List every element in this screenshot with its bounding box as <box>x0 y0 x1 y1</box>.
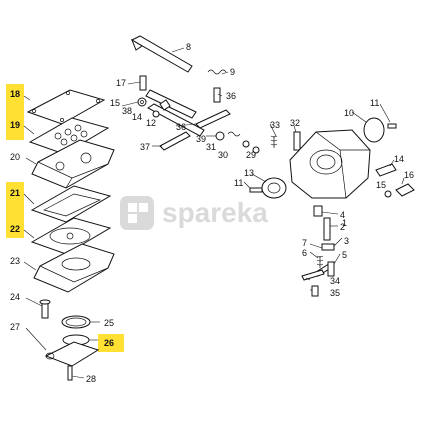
label-37: 37 <box>140 142 150 152</box>
label-34: 34 <box>330 276 340 286</box>
part-36-needle <box>195 109 231 129</box>
part-11-screw <box>249 187 263 193</box>
label-17: 17 <box>116 78 126 88</box>
label-30: 30 <box>218 150 228 160</box>
part-31-spring <box>227 131 241 137</box>
label-2: 2 <box>340 222 345 232</box>
label-5: 5 <box>342 250 347 260</box>
left-stack <box>26 89 115 381</box>
label-19: 19 <box>10 120 20 130</box>
part-15-washer <box>137 97 147 107</box>
label-14: 14 <box>132 112 142 122</box>
label-15: 15 <box>110 98 120 108</box>
label-16: 16 <box>404 170 414 180</box>
label-7: 7 <box>302 238 307 248</box>
label-23: 23 <box>10 256 20 266</box>
watermark: spareka <box>120 196 268 230</box>
part-7-spring <box>316 255 324 268</box>
label-8: 8 <box>186 42 191 52</box>
label-9: 9 <box>230 67 235 77</box>
label-36-mid: 36 <box>176 122 186 132</box>
label-39: 39 <box>196 134 206 144</box>
part-2-needle <box>323 217 331 241</box>
part-17-screw <box>139 75 147 91</box>
carburetor-body <box>249 117 415 297</box>
label-32: 32 <box>290 118 300 128</box>
part-8-shaft <box>130 35 193 73</box>
part-33-spring <box>270 135 278 148</box>
label-21: 21 <box>10 188 20 198</box>
label-15-right: 15 <box>376 180 386 190</box>
highlight-boxes <box>6 84 124 352</box>
highlight-26 <box>98 334 124 352</box>
label-27: 27 <box>10 322 20 332</box>
part-10-valve <box>363 117 385 143</box>
part-32-screw <box>293 131 301 151</box>
label-28: 28 <box>86 374 96 384</box>
label-11-top: 11 <box>370 98 379 108</box>
label-1: 1 <box>342 218 347 228</box>
part-14-detent <box>159 99 171 111</box>
label-38: 38 <box>122 106 132 116</box>
part-16-lever <box>395 183 415 197</box>
part-1-body <box>289 129 371 199</box>
label-35: 35 <box>330 288 340 298</box>
highlight-18-19 <box>6 84 24 140</box>
part-38-clip <box>152 110 160 118</box>
part-labels: 8 9 17 36 15 38 14 12 36 11 10 37 39 31 … <box>10 42 414 384</box>
part-11-screw-b <box>387 123 397 129</box>
label-13: 13 <box>244 168 254 178</box>
part-21-gasket <box>30 185 112 223</box>
label-6: 6 <box>302 248 307 258</box>
label-4: 4 <box>340 210 345 220</box>
part-5-pin <box>327 261 335 277</box>
part-13-flange <box>261 177 287 199</box>
part-3-lever <box>321 243 335 251</box>
part-39-ring <box>215 131 225 141</box>
part-9-spring <box>207 69 227 75</box>
label-11-left: 11 <box>234 178 243 188</box>
part-4-seat <box>313 205 323 217</box>
part-27-cover <box>44 341 100 367</box>
part-22-diaphragm <box>30 217 112 255</box>
part-28-screw <box>67 365 73 381</box>
label-20: 20 <box>10 152 20 162</box>
label-12: 12 <box>146 118 156 128</box>
label-14-right: 14 <box>394 154 404 164</box>
label-31: 31 <box>206 142 216 152</box>
label-18: 18 <box>10 89 20 99</box>
part-23-plate <box>33 243 115 293</box>
watermark-logo-icon <box>120 196 154 230</box>
part-14-lever <box>375 163 397 177</box>
label-33: 33 <box>270 120 280 130</box>
leader-lines <box>23 47 405 379</box>
label-22: 22 <box>10 224 20 234</box>
label-24: 24 <box>10 292 20 302</box>
part-lever <box>145 89 197 119</box>
watermark-text: spareka <box>162 197 268 228</box>
label-10: 10 <box>344 108 354 118</box>
part-18-gasket <box>26 89 106 125</box>
part-29-ring <box>252 146 260 154</box>
part-12-shaft <box>147 103 205 137</box>
part-19-diaphragm <box>28 117 110 155</box>
part-35-screw <box>311 285 319 297</box>
part-36-screw <box>213 87 221 103</box>
label-26: 26 <box>104 338 114 348</box>
part-15-washer-b <box>384 190 392 198</box>
part-30-washer <box>242 140 250 148</box>
top-parts <box>130 35 301 154</box>
part-37-needle <box>159 131 191 151</box>
highlight-21-22 <box>6 182 24 238</box>
label-36-top: 36 <box>226 91 236 101</box>
label-25: 25 <box>104 318 114 328</box>
label-3: 3 <box>344 236 349 246</box>
part-34-pin <box>301 269 325 281</box>
label-29: 29 <box>246 150 256 160</box>
